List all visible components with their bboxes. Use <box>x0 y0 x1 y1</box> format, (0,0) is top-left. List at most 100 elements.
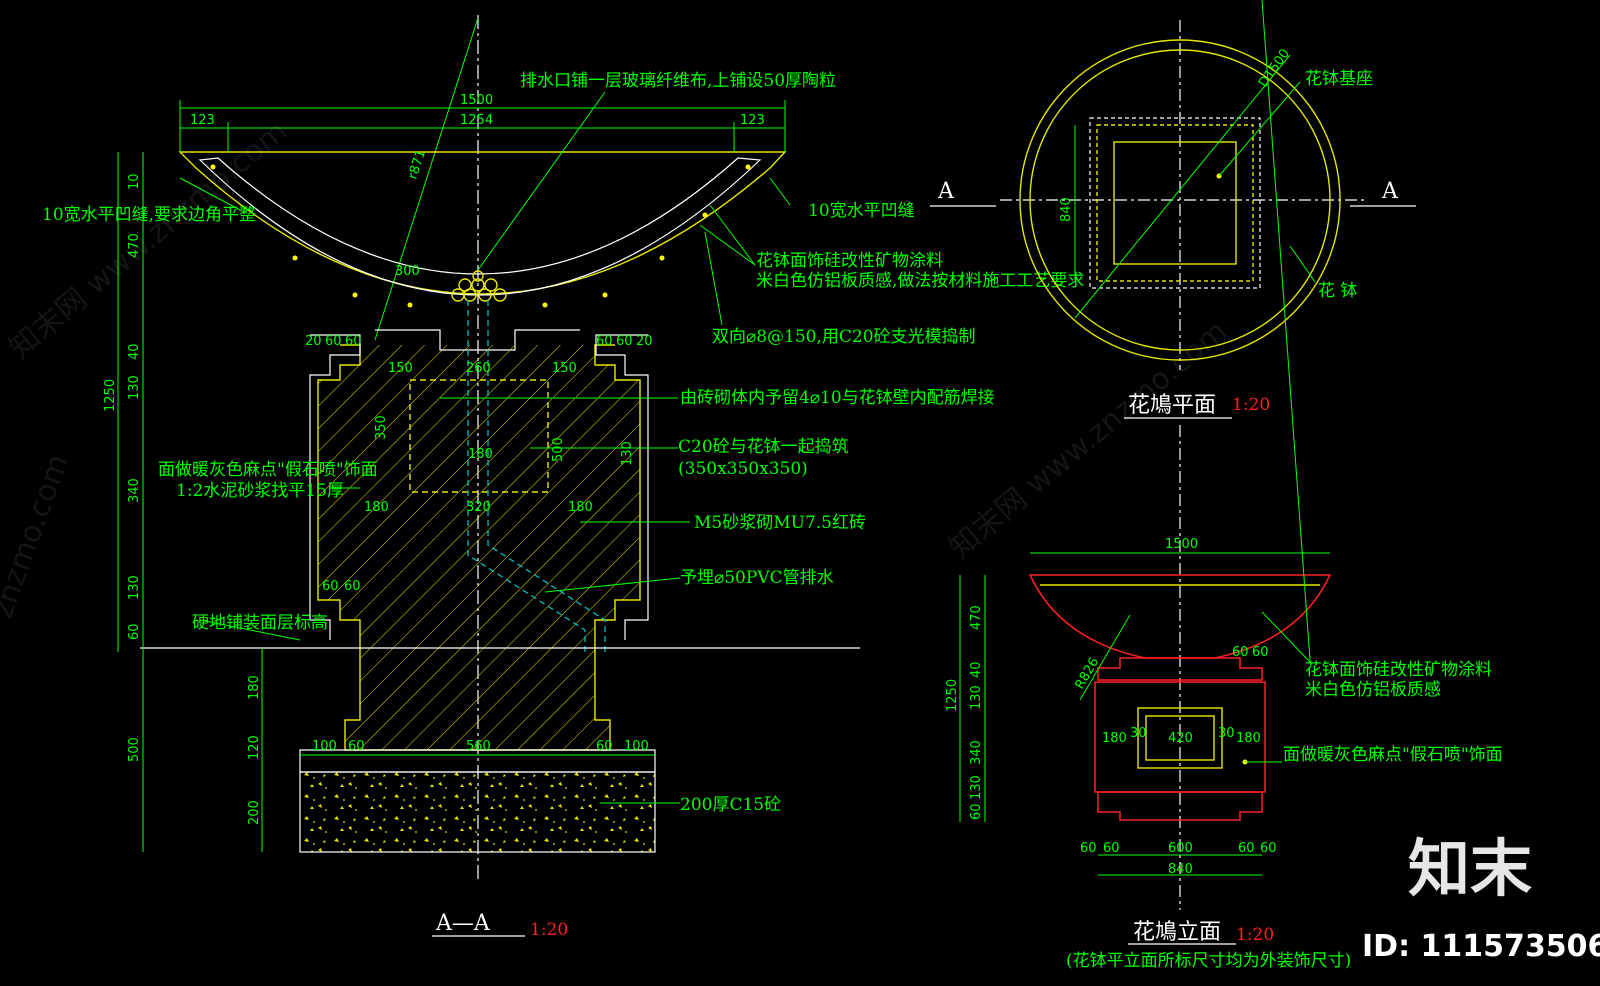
dim-1500: 1500 <box>460 93 493 108</box>
plan-diameter-line <box>1074 54 1291 319</box>
label-coating-1: 花钵面饰硅改性矿物涂料 <box>756 251 943 271</box>
svg-text:60: 60 <box>322 579 339 594</box>
svg-text:20: 20 <box>636 334 653 349</box>
svg-text:60: 60 <box>345 334 362 349</box>
plan-base-label: 花钵基座 <box>1305 69 1373 89</box>
svg-text:340: 340 <box>127 478 142 503</box>
svg-text:320: 320 <box>466 500 491 515</box>
elev-scale: 1:20 <box>1236 925 1274 945</box>
dim-1254: 1254 <box>460 113 493 128</box>
svg-text:60: 60 <box>1232 645 1249 660</box>
svg-text:130: 130 <box>127 575 142 600</box>
left-dimensions: 1250 10 470 40 130 340 130 60 500 180 12… <box>103 152 263 852</box>
svg-text:100: 100 <box>312 739 337 754</box>
svg-text:60: 60 <box>1238 841 1255 856</box>
label-groove-left: 10宽水平凹缝,要求边角平整 <box>42 205 256 225</box>
label-finish-2: 1:2水泥砂浆找平15厚 <box>176 481 344 501</box>
svg-text:260: 260 <box>466 361 491 376</box>
rebar-dots <box>210 164 751 308</box>
svg-text:150: 150 <box>388 361 413 376</box>
svg-text:r871: r871 <box>406 148 430 181</box>
label-groove-right: 10宽水平凹缝 <box>808 201 915 221</box>
label-coating-2: 米白色仿铝板质感,做法按材料施工工艺要求 <box>756 271 1084 291</box>
label-finish-1: 面做暖灰色麻点"假石喷"饰面 <box>158 460 378 480</box>
svg-text:60: 60 <box>348 739 365 754</box>
svg-text:60: 60 <box>596 334 613 349</box>
svg-text:340: 340 <box>969 740 984 765</box>
plan-scale: 1:20 <box>1232 395 1270 415</box>
label-paving: 硬地铺装面层标高 <box>192 613 328 633</box>
dim-123-right: 123 <box>740 113 765 128</box>
elev-title: 花鳩立面 <box>1133 920 1221 945</box>
pedestal-finish-right <box>595 334 649 640</box>
bowl-section <box>198 157 762 296</box>
watermark-faint-1: 知末网 www.znzmo.com <box>3 114 294 366</box>
radius-line <box>374 17 479 341</box>
svg-text:60: 60 <box>1080 841 1097 856</box>
svg-text:150: 150 <box>552 361 577 376</box>
label-pvc: 予埋⌀50PVC管排水 <box>680 568 834 588</box>
svg-text:130: 130 <box>969 775 984 800</box>
svg-text:500: 500 <box>127 737 142 762</box>
plan-view: D1500 840 花钵基座 花 钵 A A 花鳩平面 1:20 <box>930 20 1416 419</box>
svg-text:60: 60 <box>616 334 633 349</box>
inner-dimensions: r871 300 20 60 60 60 60 20 150 260 150 3… <box>300 148 655 756</box>
label-drain: 排水口铺一层玻璃纤维布,上铺设50厚陶粒 <box>520 71 836 91</box>
section-leaders <box>179 91 791 804</box>
pedestal-brick <box>317 344 641 751</box>
svg-text:130: 130 <box>620 441 635 466</box>
elev-coating-2: 米白色仿铝板质感 <box>1305 680 1441 700</box>
svg-text:60: 60 <box>127 623 142 640</box>
plan-base-mid <box>1096 124 1254 282</box>
plan-dim-840: 840 <box>1059 197 1074 222</box>
plan-bowl-inner <box>1029 49 1331 351</box>
plan-base-outer <box>1089 117 1261 289</box>
section-view: 1500 1254 123 123 1250 10 470 40 130 340… <box>42 15 1084 940</box>
dim-123-left: 123 <box>190 113 215 128</box>
plan-base-inner <box>1113 141 1237 265</box>
svg-text:180: 180 <box>364 500 389 515</box>
pvc-pipe-2 <box>487 300 606 655</box>
watermark-faint-3: znzmo.com <box>0 450 76 623</box>
watermark: 知末 ID: 1115735065 知末网 www.znzmo.com 知末网 … <box>0 114 1600 964</box>
elev-panel-outer <box>1137 707 1223 769</box>
elev-base <box>1097 791 1263 821</box>
top-dimensions: 1500 1254 123 123 <box>179 93 786 152</box>
watermark-brand: 知末 <box>1408 832 1532 905</box>
svg-text:180: 180 <box>568 500 593 515</box>
svg-text:350: 350 <box>374 415 389 440</box>
label-c20-1: C20砼与花钵一起捣筑 <box>678 437 849 457</box>
c15-footing <box>299 771 656 853</box>
elevation-view: 1500 1250 470 40 130 340 130 60 R826 60 … <box>945 0 1503 971</box>
svg-text:30: 30 <box>1218 726 1235 741</box>
svg-text:300: 300 <box>395 264 420 279</box>
svg-text:10: 10 <box>127 173 142 190</box>
elev-dim-1250: 1250 <box>945 679 960 712</box>
section-scale: 1:20 <box>530 920 568 940</box>
svg-text:60: 60 <box>325 334 342 349</box>
svg-text:40: 40 <box>969 661 984 678</box>
plan-marker-left: A <box>937 179 955 204</box>
elev-panel-inner <box>1145 715 1215 761</box>
svg-text:500: 500 <box>551 437 566 462</box>
svg-text:180: 180 <box>247 675 262 700</box>
label-brick: M5砂浆砌MU7.5红砖 <box>694 513 866 533</box>
label-rebar: 双向⌀8@150,用C20砼支光模捣制 <box>712 327 976 347</box>
plan-title: 花鳩平面 <box>1128 393 1216 418</box>
svg-text:180: 180 <box>1236 731 1261 746</box>
elev-finish: 面做暖灰色麻点"假石喷"饰面 <box>1283 745 1503 765</box>
section-title: A—A <box>435 911 491 936</box>
svg-text:200: 200 <box>247 800 262 825</box>
svg-text:130: 130 <box>969 685 984 710</box>
elev-dim-1500: 1500 <box>1165 537 1198 552</box>
elev-note: (花钵平立面所标尺寸均为外装饰尺寸) <box>1066 951 1351 971</box>
svg-text:20: 20 <box>305 334 322 349</box>
dim-1250: 1250 <box>103 379 118 412</box>
svg-text:180: 180 <box>468 447 493 462</box>
label-c20-2: (350x350x350) <box>678 459 808 479</box>
plan-bowl-label: 花 钵 <box>1318 281 1357 301</box>
svg-text:60: 60 <box>1260 841 1277 856</box>
svg-text:470: 470 <box>127 233 142 258</box>
watermark-id: ID: 1115735065 <box>1362 929 1600 964</box>
svg-text:60: 60 <box>596 739 613 754</box>
